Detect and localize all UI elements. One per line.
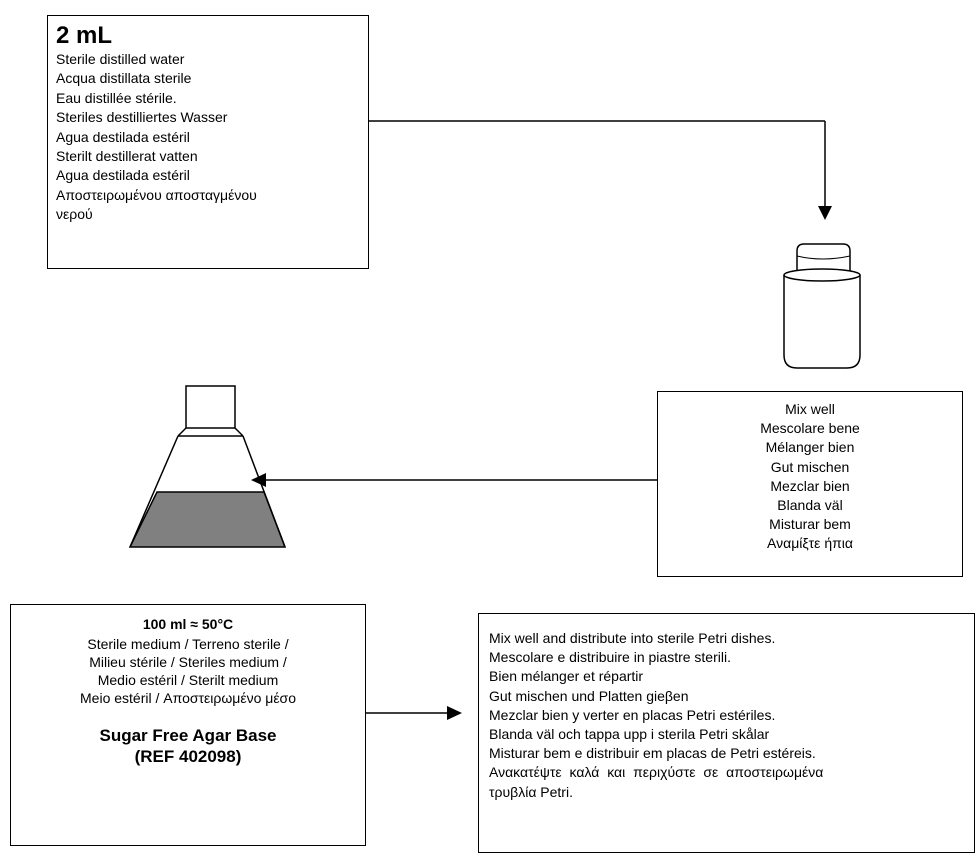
mix-instructions-box: Mix well Mescolare bene Mélanger bien Gu… [657,391,963,577]
mix-line-it: Mescolare bene [760,420,860,437]
distribute-line-el-2: τρυβλία Petri. [489,783,573,800]
distribute-line-de: Gut mischen und Platten gieβen [489,687,689,704]
medium-line-3: Medio estéril / Sterilt medium [97,672,279,688]
mix-line-en: Mix well [785,401,835,417]
arrow-water-to-vial [369,120,832,220]
water-line-es: Agua destilada estéril [56,128,190,145]
distribute-instructions-box: Mix well and distribute into sterile Pet… [478,613,975,853]
water-instructions-box: 2 mL Sterile distilled water Acqua disti… [47,15,369,269]
distribute-line-el-1: Ανακατέψτε καλά και περιχύστε σε αποστει… [489,764,824,781]
mix-line-de: Gut mischen [770,458,850,475]
water-line-el-2: νερού [56,206,93,223]
mix-line-pt: Misturar bem [769,516,851,533]
volume-temperature-label: 100 ml ≈ 50°C [142,616,234,632]
distribute-line-fr: Bien mélanger et répartir [489,668,644,685]
arrow-mix-to-flask [251,473,657,487]
medium-line-1: Sterile medium / Terreno sterile / [87,636,289,652]
distribute-line-pt: Misturar bem e distribuir em placas de P… [489,745,816,762]
mix-line-es: Mezclar bien [770,477,850,494]
volume-heading: 2 mL [56,22,113,49]
medium-line-4: Meio estéril / Αποστειρωμένο μέσο [80,690,296,706]
mix-line-sv: Blanda väl [777,497,843,514]
water-line-de: Steriles destilliertes Wasser [56,109,228,126]
flask-icon [128,385,287,548]
mix-line-el: Αναμίξτε ήπια [767,535,853,552]
water-line-it: Acqua distillata sterile [56,70,192,87]
distribute-line-es: Mezclar bien y verter en placas Petri es… [489,706,776,723]
product-name: Sugar Free Agar Base [99,726,277,745]
arrow-medium-to-distribute [366,706,462,720]
distribute-line-it: Mescolare e distribuire in piastre steri… [489,649,731,666]
medium-instructions-box: 100 ml ≈ 50°C Sterile medium / Terreno s… [10,604,366,846]
product-ref: (REF 402098) [134,747,242,766]
medium-line-2: Milieu stérile / Steriles medium / [89,654,287,670]
water-line-fr: Eau distillée stérile. [56,89,177,106]
water-line-el-1: Αποστειρωμένου αποσταγμένου [56,186,257,203]
mix-line-fr: Mélanger bien [765,439,855,456]
water-line-en: Sterile distilled water [56,51,185,67]
vial-icon [783,243,861,369]
distribute-line-sv: Blanda väl och tappa upp i sterila Petri… [489,726,770,743]
water-line-sv: Sterilt destillerat vatten [56,148,198,165]
distribute-line-en: Mix well and distribute into sterile Pet… [489,630,776,646]
water-line-pt: Agua destilada estéril [56,167,190,184]
